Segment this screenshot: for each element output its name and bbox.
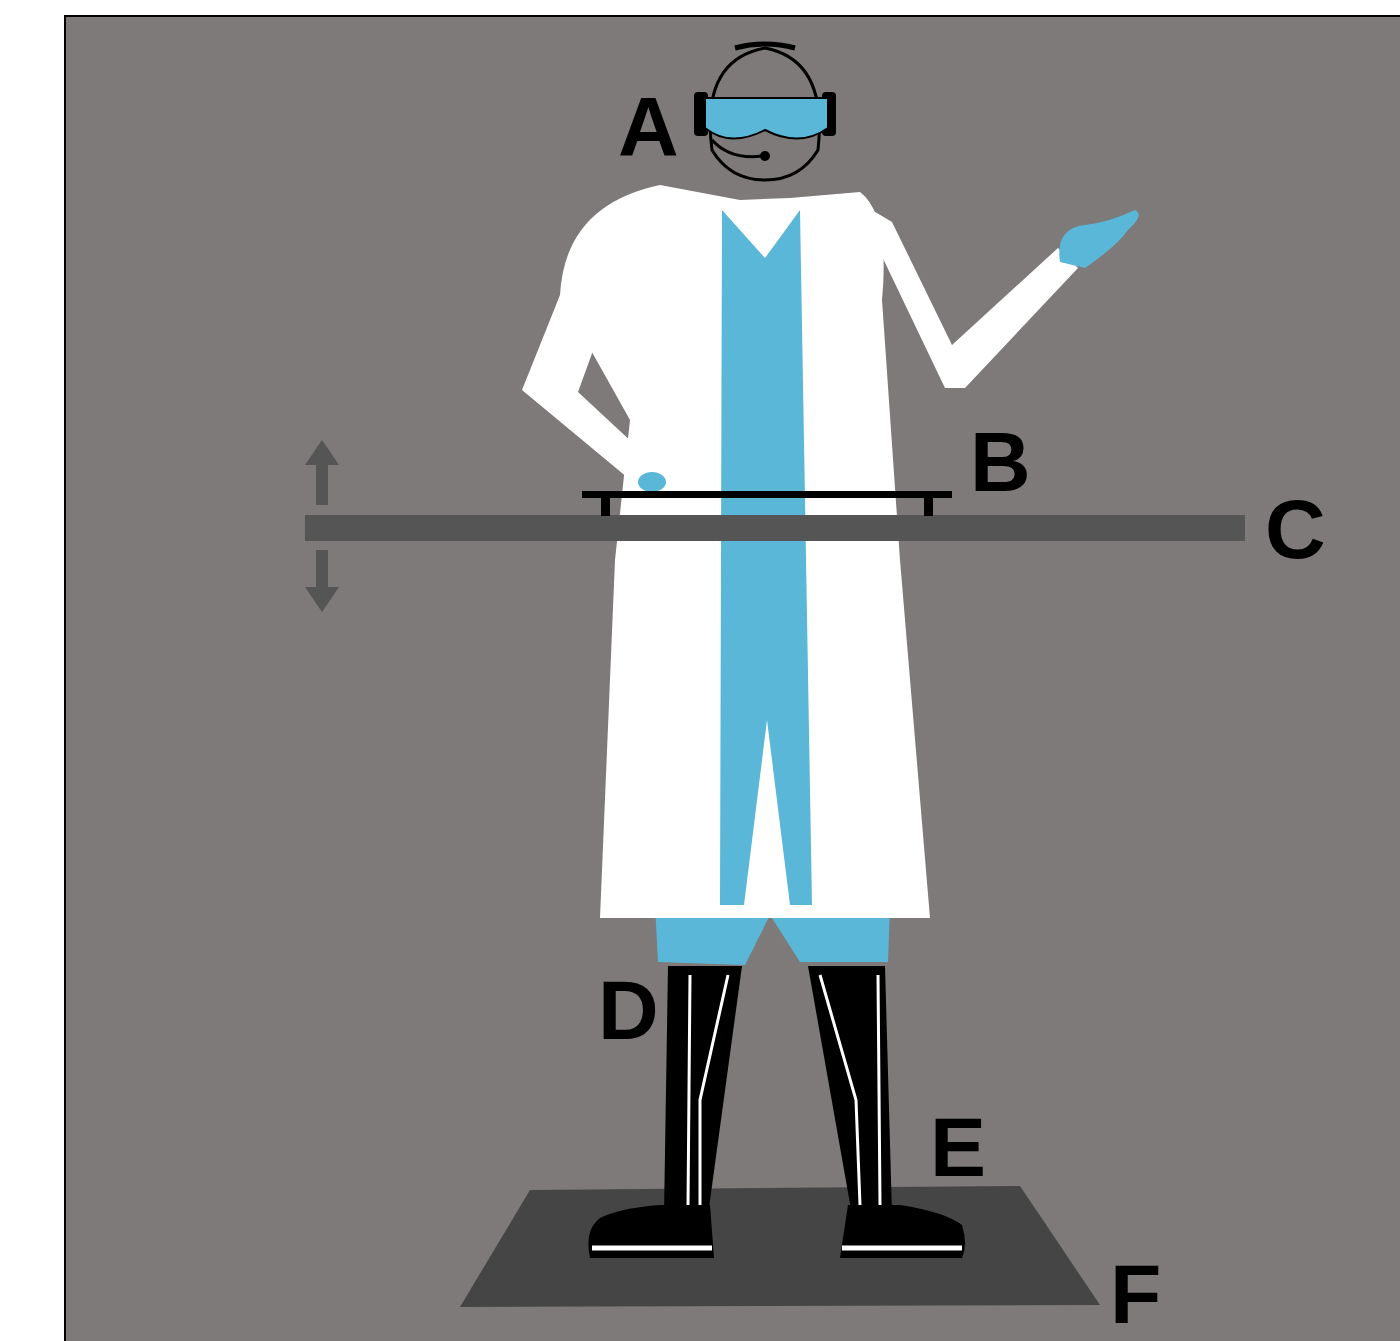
part-letter: C bbox=[1265, 487, 1326, 571]
background-panel bbox=[65, 16, 1400, 1341]
part-letter: B bbox=[970, 420, 1031, 504]
head-with-goggles bbox=[694, 44, 836, 180]
tray bbox=[582, 491, 952, 516]
part-letter: D bbox=[598, 968, 659, 1052]
leg-pair bbox=[664, 966, 892, 1215]
part-letter: A bbox=[618, 85, 679, 169]
part-letter: E bbox=[930, 1105, 986, 1189]
floor-mat bbox=[460, 1186, 1100, 1307]
shoe-pair bbox=[588, 1205, 965, 1258]
adjustable-shelf bbox=[305, 440, 1245, 612]
part-letter: F bbox=[1110, 1252, 1161, 1336]
lab-coat bbox=[522, 185, 1139, 918]
